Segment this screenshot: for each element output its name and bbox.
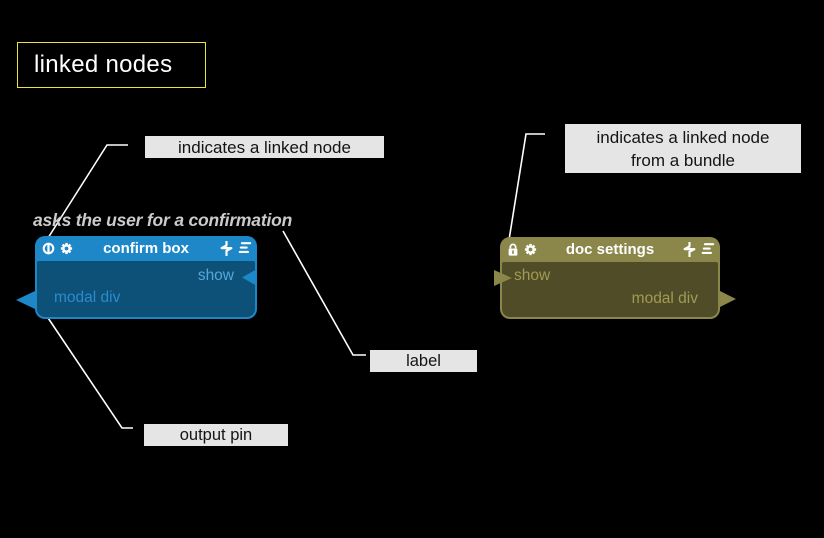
output-pin-label: modal div: [54, 289, 121, 306]
menu-icon[interactable]: [700, 242, 715, 256]
output-pin[interactable]: [720, 291, 736, 307]
node-doc-settings[interactable]: doc settings: [494, 237, 736, 319]
node-body[interactable]: show modal div: [37, 261, 255, 317]
input-pin-label: show: [197, 267, 234, 284]
output-pin-label: modal div: [631, 290, 698, 307]
node-title: confirm box: [103, 240, 189, 257]
node-title: doc settings: [565, 241, 655, 258]
callout-linked-bundle: indicates a linked node from a bundle: [565, 124, 801, 173]
gear-icon[interactable]: [59, 241, 74, 256]
node-body[interactable]: show modal div: [502, 262, 718, 317]
pulse-icon[interactable]: [219, 241, 234, 256]
page-title: linked nodes: [34, 51, 173, 78]
output-pin[interactable]: [16, 291, 35, 309]
menu-icon[interactable]: [237, 241, 252, 255]
callout-output-pin: output pin: [144, 424, 288, 446]
leader-line-linked-bundle: [508, 133, 545, 241]
input-pin-label: show: [514, 267, 551, 284]
leader-line-label: [282, 230, 366, 356]
callout-linked-node: indicates a linked node: [145, 136, 384, 158]
leader-line-output-pin: [37, 302, 133, 429]
lock-icon[interactable]: [506, 242, 520, 257]
node-description-label: asks the user for a confirmation: [33, 210, 293, 230]
page-title-box: linked nodes: [17, 42, 206, 88]
node-header[interactable]: confirm box: [35, 236, 257, 261]
callout-label: label: [370, 350, 477, 372]
node-header[interactable]: doc settings: [500, 237, 720, 262]
gear-icon[interactable]: [523, 242, 538, 257]
link-icon[interactable]: [41, 241, 56, 256]
node-confirm-box[interactable]: confirm box: [16, 236, 257, 319]
pulse-icon[interactable]: [682, 242, 697, 257]
